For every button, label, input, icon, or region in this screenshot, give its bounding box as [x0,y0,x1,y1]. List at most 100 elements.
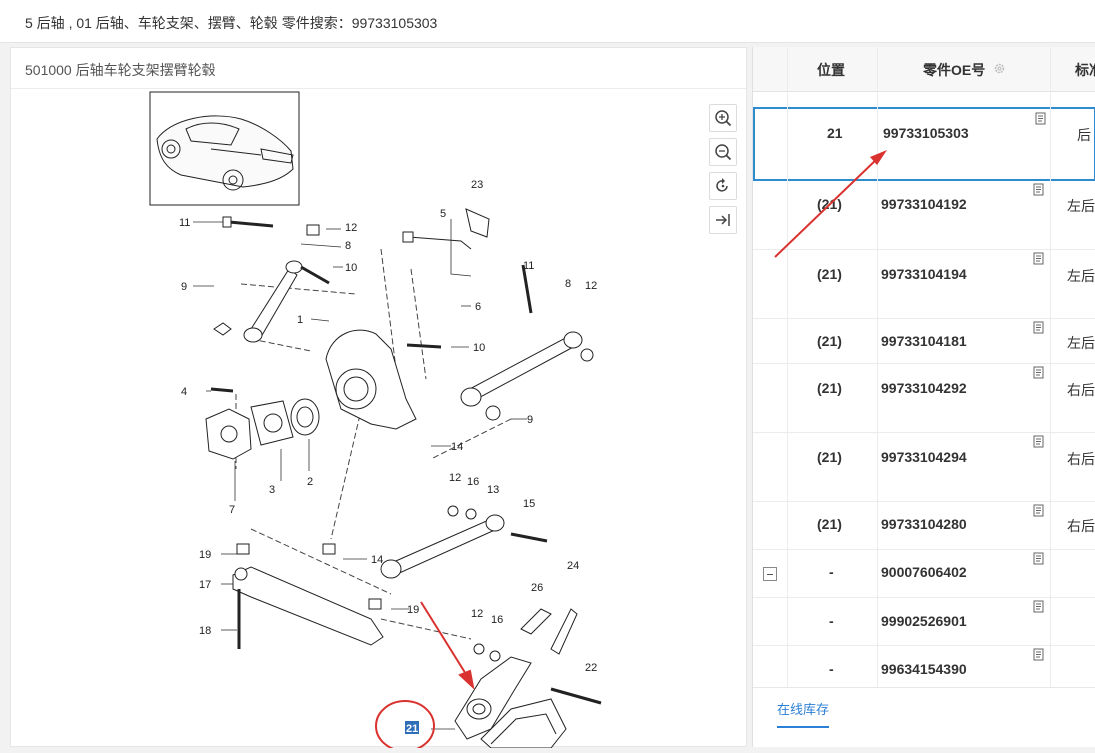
diagram-svg: 23 11 12 5 8 10 6 9 1 10 4 14 3 2 7 11 8… [149,91,602,752]
expand-collapse-toggle[interactable] [763,567,777,581]
table-row[interactable]: (21) 99733104294 右后 [753,433,1095,502]
callout-23: 23 [471,179,483,191]
callout-12d: 12 [471,608,483,620]
callout-16b: 16 [491,614,503,626]
row-position: (21) [817,380,842,396]
callout-7: 7 [229,504,235,516]
document-icon[interactable] [1033,435,1045,448]
callout-24: 24 [567,560,579,572]
callout-11: 11 [179,217,190,229]
callout-2: 2 [307,476,313,488]
document-icon[interactable] [1035,112,1047,125]
zoom-out-button[interactable] [709,138,737,166]
document-icon[interactable] [1033,504,1045,517]
row-oe-number[interactable]: 99634154390 [881,661,967,677]
row-oe-number[interactable]: 99733104280 [881,516,967,532]
callout-14b: 14 [371,554,383,566]
callout-22: 22 [585,662,597,674]
callout-10: 10 [345,262,357,274]
diagram-subtitle: 501000 后轴车轮支架摆臂轮毂 [25,62,216,78]
row-oe-number[interactable]: 99733104192 [881,196,967,212]
car-thumbnail-icon [156,115,294,191]
callout-14: 14 [451,441,463,453]
row-position: (21) [817,516,842,532]
callout-26: 26 [531,582,543,594]
column-header-standard[interactable]: 标准 [1075,62,1095,78]
zoom-in-button[interactable] [709,104,737,132]
row-name: 后 [1077,127,1091,143]
row-position: - [829,661,834,677]
arrow-right-bar-icon [716,214,730,226]
gear-icon[interactable] [993,62,1006,75]
callout-8b: 8 [565,278,571,290]
diagram-toolbar [709,104,737,240]
row-oe-number[interactable]: 99733105303 [883,125,969,141]
row-oe-number[interactable]: 99902526901 [881,613,967,629]
table-header: 位置 零件OE号 标准 [753,47,1095,92]
diagram-panel: 501000 后轴车轮支架摆臂轮毂 [10,47,747,752]
callout-3: 3 [269,484,275,496]
bottom-tab-bar: 在线库存 [753,687,1095,747]
callout-12b: 12 [585,280,597,292]
callout-19: 19 [199,549,211,561]
table-row[interactable]: - 99902526901 [753,598,1095,646]
callout-21: 21 [406,723,418,735]
document-icon[interactable] [1033,600,1045,613]
row-name: 右后 [1067,518,1095,534]
collapse-panel-button[interactable] [709,206,737,234]
table-row[interactable]: (21) 99733104194 左后 [753,250,1095,319]
row-oe-number[interactable]: 90007606402 [881,564,967,580]
search-title: 5 后轴 , 01 后轴、车轮支架、摆臂、轮毂 零件搜索：99733105303 [25,15,438,31]
row-name: 左后 [1067,198,1095,214]
column-divider [787,47,788,687]
row-oe-number[interactable]: 99733104292 [881,380,967,396]
row-position: (21) [817,333,842,349]
row-position: - [829,613,834,629]
row-position: 21 [827,125,843,141]
callout-10b: 10 [473,342,485,354]
tab-online-stock[interactable]: 在线库存 [777,699,830,728]
exploded-parts-diagram[interactable]: 23 11 12 5 8 10 6 9 1 10 4 14 3 2 7 11 8… [11,89,746,752]
callout-19b: 19 [407,604,419,616]
table-row[interactable]: 21 99733105303 后 [753,107,1095,181]
row-position: - [829,564,834,580]
callout-9: 9 [181,281,187,293]
row-name: 右后 [1067,451,1095,467]
column-divider [1050,47,1051,687]
document-icon[interactable] [1033,366,1045,379]
callout-17: 17 [199,579,211,591]
callout-labels: 23 11 12 5 8 10 6 9 1 10 4 14 3 2 7 11 8… [179,179,597,674]
column-divider [877,47,878,687]
document-icon[interactable] [1033,648,1045,661]
column-header-oe-number[interactable]: 零件OE号 [923,62,986,78]
document-icon[interactable] [1033,321,1045,334]
document-icon[interactable] [1033,252,1045,265]
table-row[interactable]: (21) 99733104181 左后 [753,319,1095,364]
callout-11b: 11 [523,260,534,272]
callout-6: 6 [475,301,481,313]
row-oe-number[interactable]: 99733104181 [881,333,967,349]
zoom-out-icon [715,144,732,161]
column-header-position[interactable]: 位置 [817,62,845,78]
row-oe-number[interactable]: 99733104294 [881,449,967,465]
callout-9b: 9 [527,414,533,426]
callout-13: 13 [487,484,499,496]
row-oe-number[interactable]: 99733104194 [881,266,967,282]
reset-rotate-button[interactable] [709,172,737,200]
callout-16: 16 [467,476,479,488]
annotation-arrow-right [774,150,887,258]
table-row[interactable]: (21) 99733104280 右后 [753,502,1095,550]
document-icon[interactable] [1033,552,1045,565]
table-row[interactable]: - 90007606402 [753,550,1095,598]
document-icon[interactable] [1033,183,1045,196]
row-position: (21) [817,449,842,465]
rotate-icon [716,178,728,192]
row-position: (21) [817,266,842,282]
callout-15: 15 [523,498,535,510]
table-row[interactable]: (21) 99733104292 右后 [753,364,1095,433]
row-name: 左后 [1067,335,1095,351]
callout-5: 5 [440,208,446,220]
callout-12: 12 [345,222,357,234]
callout-1: 1 [297,314,303,326]
row-name: 右后 [1067,382,1095,398]
